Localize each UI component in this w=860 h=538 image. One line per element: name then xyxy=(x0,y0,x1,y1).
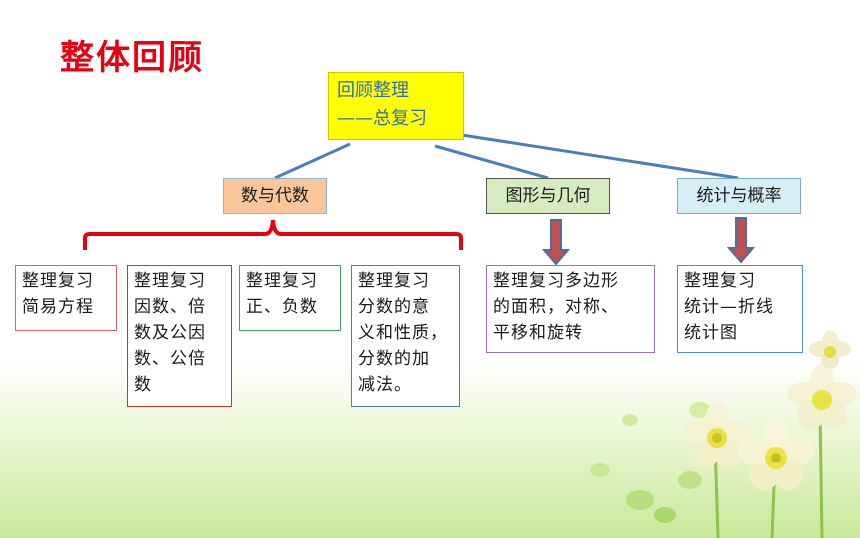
leaf-line-chart: 整理复习 统计—折线 统计图 xyxy=(677,265,803,353)
connector-line xyxy=(461,133,739,180)
category-number-algebra: 数与代数 xyxy=(223,178,327,214)
brace-bracket xyxy=(83,219,463,250)
category-geometry: 图形与几何 xyxy=(486,178,610,214)
root-node-line1: 回顾整理 xyxy=(337,80,409,101)
leaf-factors-multiples: 整理复习 因数、倍 数及公因 数、公倍 数 xyxy=(127,265,232,407)
flower-decoration xyxy=(590,330,857,538)
leaf-positive-negative: 整理复习 正、负数 xyxy=(239,265,341,331)
leaf-simple-equations: 整理复习 简易方程 xyxy=(15,265,117,331)
page-title: 整体回顾 xyxy=(60,38,204,78)
leaf-polygon-area: 整理复习多边形 的面积，对称、 平移和旋转 xyxy=(486,265,655,353)
root-node-line2: ——总复习 xyxy=(337,108,427,129)
connector-line xyxy=(274,142,351,180)
category-statistics: 统计与概率 xyxy=(677,178,801,214)
down-arrow-icon xyxy=(726,217,756,264)
down-arrow-icon xyxy=(541,219,571,266)
connector-line xyxy=(434,144,549,180)
leaf-fractions: 整理复习 分数的意 义和性质， 分数的加 减法。 xyxy=(351,265,460,407)
root-node: 回顾整理 ——总复习 xyxy=(328,72,464,140)
